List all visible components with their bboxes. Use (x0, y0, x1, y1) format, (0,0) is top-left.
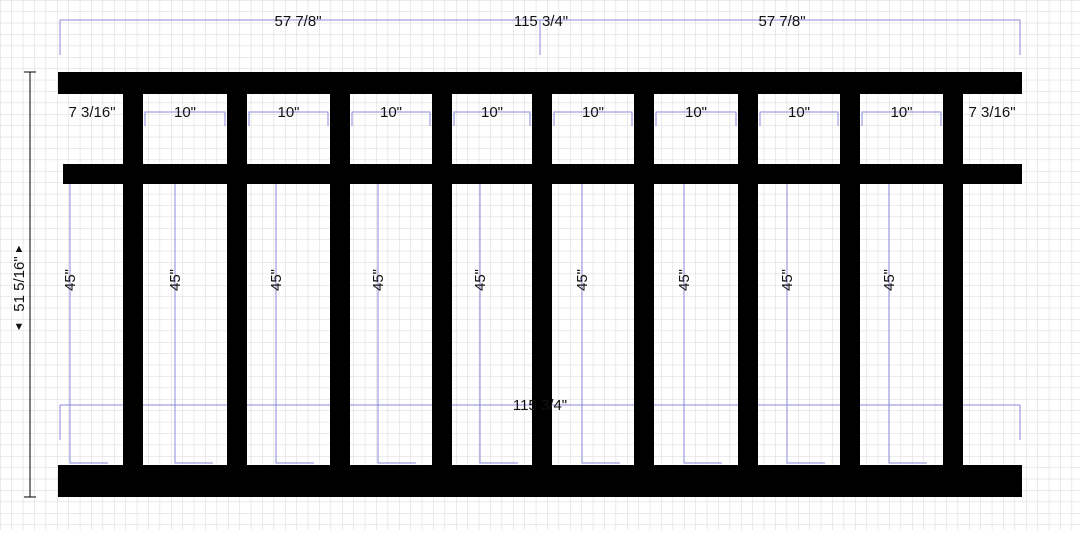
top-left-dimension: 57 7/8" (274, 13, 321, 30)
post-height-label: 45" (472, 269, 489, 291)
height-arrow-down-icon: ▼ (14, 321, 25, 333)
bay-gap-bracket (453, 111, 531, 126)
baluster-post-3 (330, 94, 350, 465)
bay-gap-bracket (861, 111, 942, 126)
post-height-label: 45" (676, 269, 693, 291)
post-height-label: 45" (370, 269, 387, 291)
baluster-post-9 (943, 94, 963, 465)
height-dimension: 51 5/16" (11, 256, 28, 311)
post-height-dimension-line (275, 184, 314, 464)
left-end-gap-label: 7 3/16" (68, 104, 115, 121)
post-height-label: 45" (62, 269, 79, 291)
post-height-dimension-line (479, 184, 518, 464)
post-height-label: 45" (268, 269, 285, 291)
post-height-label: 45" (881, 269, 898, 291)
bay-gap-bracket (144, 111, 226, 126)
bay-gap-bracket (655, 111, 737, 126)
baluster-post-8 (840, 94, 860, 465)
bay-gap-bracket (759, 111, 839, 126)
bay-gap-label: 10" (380, 104, 402, 121)
post-height-dimension-line (786, 184, 825, 464)
post-height-dimension-line (581, 184, 620, 464)
baluster-post-2 (227, 94, 247, 465)
bay-gap-bracket (248, 111, 329, 126)
post-height-dimension-line (69, 184, 108, 464)
post-height-label: 45" (167, 269, 184, 291)
top-rail (58, 72, 1022, 94)
bay-gap-label: 10" (481, 104, 503, 121)
bay-gap-label: 10" (890, 104, 912, 121)
railing-lumber (58, 72, 1022, 497)
top-right-dimension: 57 7/8" (758, 13, 805, 30)
right-end-gap-label: 7 3/16" (968, 104, 1015, 121)
bay-gap-label: 10" (582, 104, 604, 121)
bay-gap-label: 10" (788, 104, 810, 121)
post-height-label: 45" (779, 269, 796, 291)
bottom-rail (58, 465, 1022, 497)
baluster-post-5 (532, 94, 552, 465)
height-dimension-group: 51 5/16" (11, 256, 28, 311)
post-height-dimension-line (377, 184, 416, 464)
height-arrow-up-icon: ▲ (14, 243, 25, 255)
bay-gap-bracket (553, 111, 633, 126)
baluster-post-6 (634, 94, 654, 465)
baluster-post-4 (432, 94, 452, 465)
post-height-label: 45" (574, 269, 591, 291)
bay-gap-label: 10" (174, 104, 196, 121)
baluster-post-7 (738, 94, 758, 465)
post-height-dimension-line (174, 184, 213, 464)
bay-gap-bracket (351, 111, 431, 126)
top-overall-dimension: 115 3/4" (514, 13, 568, 30)
bay-gap-label: 10" (277, 104, 299, 121)
baluster-post-1 (123, 94, 143, 465)
post-height-dimension-line (683, 184, 722, 464)
bottom-overall-dimension: 115 3/4" (513, 397, 567, 414)
bay-gap-label: 10" (685, 104, 707, 121)
post-height-dimension-line (888, 184, 927, 464)
